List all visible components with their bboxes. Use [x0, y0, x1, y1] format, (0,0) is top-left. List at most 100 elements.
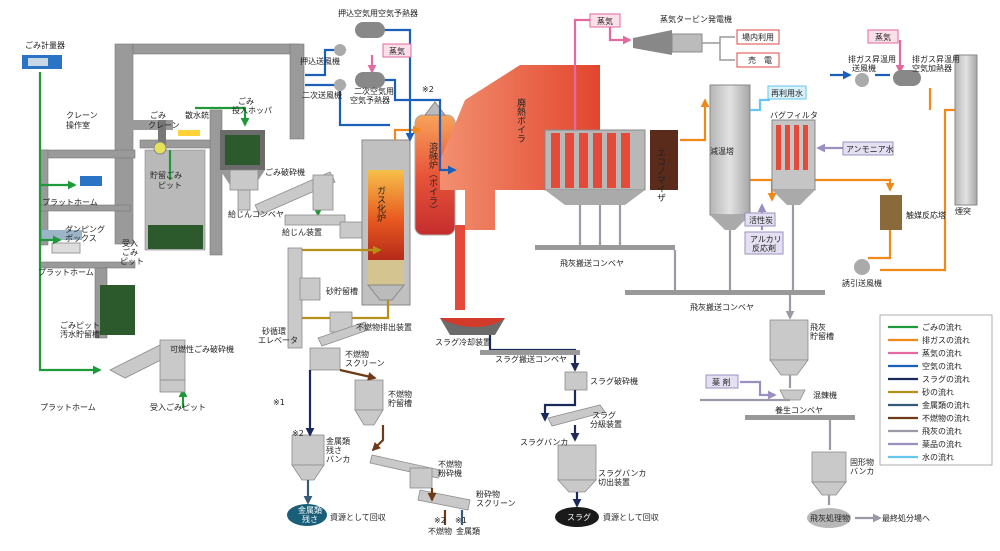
sand-system — [287, 245, 471, 525]
label-noncomb-discharge: 不燃物排出装置 — [356, 322, 412, 332]
label-fly-ash-conv2: 飛灰搬送コンベヤ — [690, 302, 754, 312]
label-scale: ごみ計量器 — [25, 40, 65, 50]
label-receiving-pit: 受入ごみピット — [120, 238, 144, 266]
label-platform1: プラットホーム — [42, 198, 98, 207]
legend: ごみの流れ排ガスの流れ蒸気の流れ空気の流れスラグの流れ砂の流れ金属類の流れ不燃物… — [879, 314, 993, 466]
legend-label: 空気の流れ — [922, 361, 962, 371]
legend-label: 蒸気の流れ — [922, 348, 962, 358]
label-recovered2: 資源として回収 — [603, 512, 659, 522]
label-economizer: エコノマイザ — [655, 148, 666, 202]
label-note1a: ※1 — [273, 398, 285, 407]
label-push-air-heater: 押込空気用空気予熱器 — [338, 8, 418, 18]
steam-flow-lines — [367, 18, 905, 130]
crusher-feeder — [229, 169, 369, 239]
tag-steam2: 蒸気 — [389, 46, 405, 56]
label-note2a: ※2 — [434, 516, 446, 525]
label-exhaust-heater: 排ガス昇温用空気加熱器 — [912, 54, 960, 73]
label-metal-residue: 金属類残さ — [298, 505, 322, 524]
label-slag-crusher: スラグ破砕機 — [590, 376, 638, 386]
label-note2c: ※2 — [422, 85, 434, 94]
label-slag-classifier: スラグ分級装置 — [590, 410, 622, 429]
label-metals-out: 金属類 — [456, 526, 480, 536]
legend-label: ごみの流れ — [922, 322, 962, 332]
tag-alkali: アルカリ反応剤 — [750, 235, 782, 253]
label-plant-use: 場内利用 — [742, 32, 774, 42]
label-final-disposal: 最終処分場へ — [882, 513, 930, 523]
label-note1b: ※1 — [455, 516, 467, 525]
label-sand-elevator: 砂循環エレベータ — [258, 326, 298, 345]
bag-filter — [771, 119, 816, 205]
legend-label: 飛灰の流れ — [922, 426, 962, 436]
label-bag-filter: バグフィルタ — [770, 110, 818, 120]
slag-system — [480, 335, 606, 527]
legend-label: 金属類の流れ — [922, 400, 970, 410]
label-melt-furnace: 溶融炉（ボイラ） — [427, 141, 438, 214]
fly-ash-conveyors — [535, 205, 882, 528]
label-cooling-tower: 減温塔 — [710, 146, 734, 156]
gasifier — [361, 139, 411, 306]
label-fixed-bunker: 固形物バンカ — [850, 457, 874, 476]
label-wastewater: ごみピット汚水貯留槽 — [60, 320, 100, 339]
legend-label: 薬品の流れ — [922, 439, 962, 449]
stack — [954, 54, 978, 206]
label-gasifier: ガス化炉 — [375, 186, 386, 223]
tag-reuse-water: 再利用水 — [771, 88, 803, 98]
label-noncomb-screen: 不燃物スクリーン — [345, 349, 385, 368]
tag-chemical: 薬 剤 — [712, 377, 731, 387]
label-slag-bunker: スラグバンカ — [520, 437, 568, 447]
label-recovered1: 資源として回収 — [330, 512, 386, 522]
waste-boiler — [440, 65, 678, 230]
label-dumping: ダンピングボックス — [65, 224, 105, 243]
tag-boxes: 蒸気 蒸気 蒸気 再利用水 アンモニア水 活性炭 アルカリ反応剤 薬 剤 — [382, 13, 899, 389]
label-curing-conveyor: 養生コンベヤ — [775, 405, 823, 415]
melting-furnace — [414, 101, 505, 335]
metal-residue-badge — [287, 504, 327, 526]
legend-label: 水の流れ — [922, 452, 954, 462]
tag-steam1: 蒸気 — [597, 16, 613, 26]
label-metal-bunker: 金属類残さバンカ — [326, 436, 350, 464]
legend-label: 排ガスの流れ — [922, 335, 970, 345]
label-waste-boiler: 廃熱ボイラ — [515, 97, 526, 143]
label-sale: 売 電 — [748, 55, 772, 65]
label-stack: 煙突 — [955, 206, 971, 216]
label-push-fan: 押込送風機 — [300, 56, 340, 66]
label-feeder: 給じん装置 — [282, 227, 322, 237]
label-slag-cooling: スラグ冷却装置 — [435, 337, 491, 347]
label-catalytic: 触媒反応塔 — [906, 210, 946, 220]
label-shredder: 可燃性ごみ破砕機 — [170, 344, 234, 354]
label-pit: 貯留ごみピット — [150, 170, 182, 190]
label-platform3: プラットホーム — [40, 403, 96, 412]
diagram-labels: ごみ計量器 クレーン操作室 ごみクレーン 散水銃 ごみ投入ホッパ 貯留ごみピット… — [25, 8, 971, 536]
label-noncomb-storage: 不燃物貯留槽 — [388, 389, 412, 408]
fans-heaters — [334, 22, 921, 275]
label-crushed-screen: 粉砕物スクリーン — [476, 489, 516, 508]
legend-label: 砂の流れ — [922, 387, 954, 397]
label-fly-ash-product: 飛灰処理物 — [810, 513, 850, 523]
label-slag-cutout: スラグバンカ切出装置 — [598, 468, 646, 487]
combustible-shredder — [109, 339, 186, 393]
legend-label: スラグの流れ — [922, 374, 970, 384]
label-kneader: 混錬機 — [813, 390, 837, 400]
legend-label: 不燃物の流れ — [922, 413, 970, 423]
label-induced-fan: 誘引送風機 — [842, 278, 882, 288]
label-note2b: ※2 — [292, 429, 304, 438]
label-fly-ash-silo: 飛灰貯留槽 — [810, 322, 834, 341]
label-secondary-heater: 二次空気用空気予熱器 — [350, 86, 394, 105]
steam-turbine — [633, 29, 780, 68]
cooling-tower — [709, 84, 770, 230]
label-noncomb-out: 不燃物 — [428, 526, 452, 536]
label-noncomb-crusher: 不燃物粉砕機 — [438, 459, 462, 478]
tag-ammonia: アンモニア水 — [846, 144, 894, 154]
label-receiving-pit2: 受入ごみピット — [150, 402, 206, 412]
label-turbine: 蒸気タービン発電機 — [660, 14, 732, 24]
label-sprinkler: 散水銃 — [185, 110, 209, 120]
tag-activated-carbon: 活性炭 — [749, 215, 773, 225]
label-crane-room: クレーン操作室 — [66, 111, 98, 130]
label-sand-storage: 砂貯留槽 — [326, 286, 358, 296]
label-feed-conveyor: 給じんコンベヤ — [228, 209, 284, 219]
label-slag-conveyor: スラグ搬送コンベヤ — [495, 354, 567, 364]
label-exhaust-fan: 排ガス昇温用送風機 — [848, 54, 896, 73]
label-fly-ash-conv1: 飛灰搬送コンベヤ — [560, 258, 624, 268]
